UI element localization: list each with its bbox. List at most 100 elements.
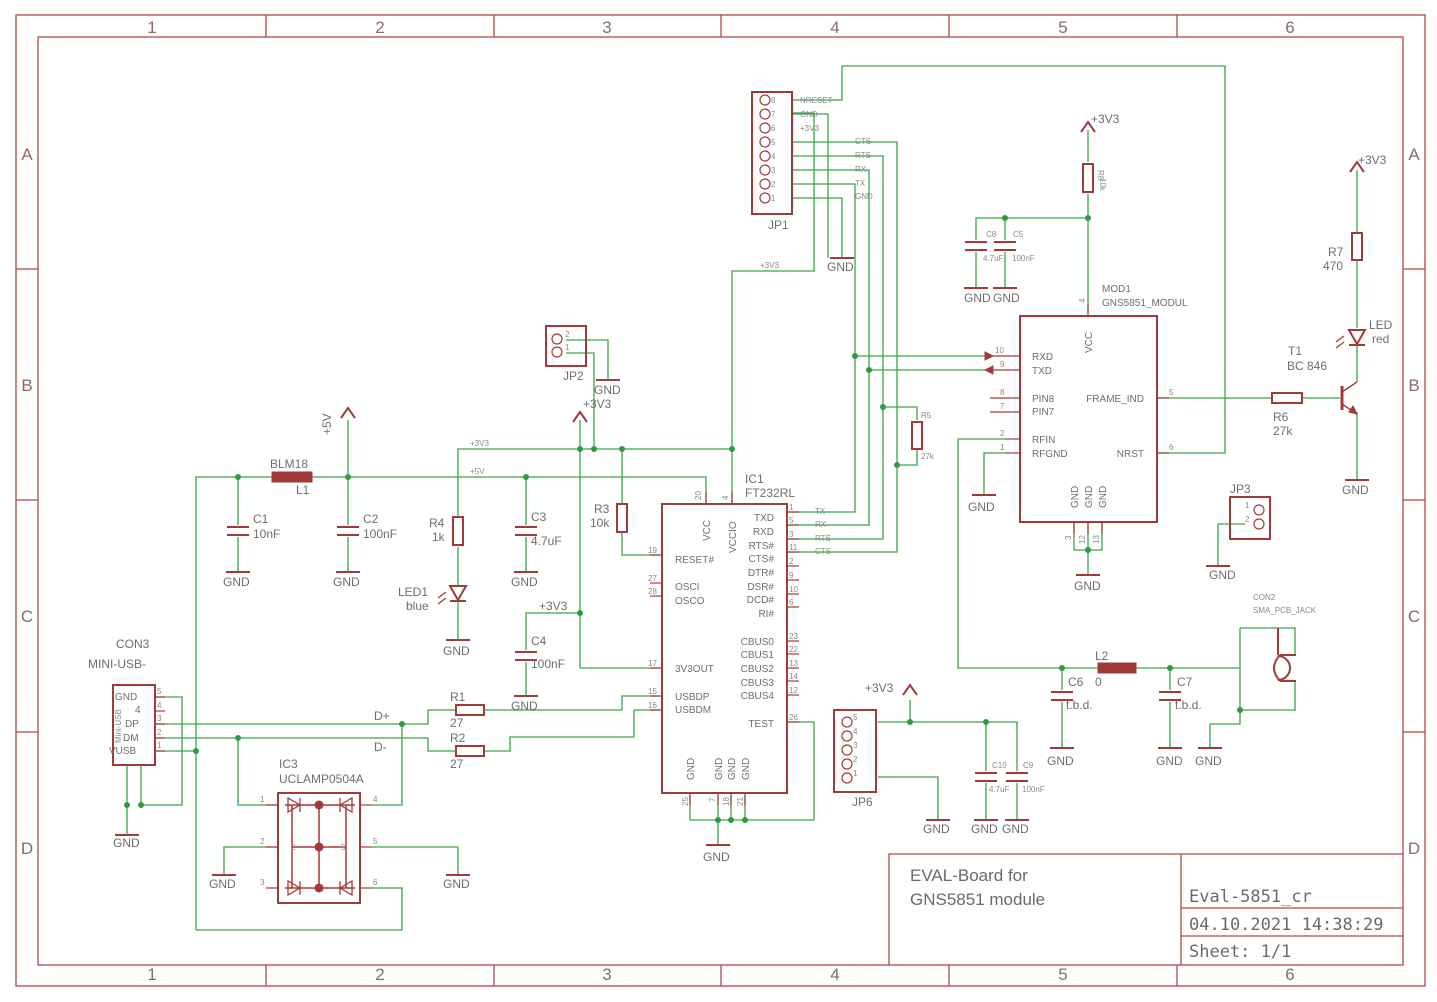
gnd-con2: GND bbox=[1195, 754, 1222, 768]
ic1-pin-txd: TXD bbox=[754, 513, 774, 524]
r2-ref: R2 bbox=[450, 731, 466, 745]
net-dplus: D+ bbox=[374, 709, 390, 723]
con3-ref: CON3 bbox=[116, 637, 150, 651]
led1-value: blue bbox=[406, 599, 429, 613]
ic3-pin3: 3 bbox=[260, 878, 265, 887]
title-description-2: GNS5851 module bbox=[910, 890, 1045, 909]
ic1-num-16: 16 bbox=[648, 701, 657, 710]
jp1-pin5: 5 bbox=[771, 138, 776, 147]
mod1-pin-pin7: PIN7 bbox=[1032, 407, 1055, 418]
ic1-num-10: 10 bbox=[789, 585, 798, 594]
jp1-pin6: 6 bbox=[771, 124, 776, 133]
l2-value: 0 bbox=[1095, 675, 1102, 689]
ic1-pin-gnd-b: GND bbox=[714, 758, 725, 780]
mod1-num-4: 4 bbox=[1078, 298, 1087, 303]
gnd-c8: GND bbox=[964, 291, 991, 305]
ic1-num-20: 20 bbox=[694, 491, 703, 500]
c10-value: 4.7uF bbox=[989, 785, 1010, 794]
title-sheet: Sheet: 1/1 bbox=[1189, 942, 1291, 962]
mod1-num-9: 9 bbox=[1000, 360, 1005, 369]
ic1-ft232rl: IC1 FT232RL VCC VCCIO 20 4 RESET# OSCI O… bbox=[648, 472, 831, 806]
label-plus3v3-c4: +3V3 bbox=[539, 599, 568, 613]
jp1-pin-circles bbox=[759, 94, 771, 204]
ic1-num-6: 6 bbox=[789, 598, 794, 607]
jp6-connector: 5 4 3 2 1 JP6 bbox=[833, 709, 877, 809]
zone-row-b-right: B bbox=[1408, 376, 1419, 395]
jp2-connector: 2 1 JP2 bbox=[545, 325, 587, 383]
ic3-pin5: 5 bbox=[373, 837, 378, 846]
c3-ref: C3 bbox=[531, 510, 547, 524]
r6-ref: R6 bbox=[1273, 410, 1289, 424]
gnd-c6: GND bbox=[1047, 754, 1074, 768]
mod1-num-12: 12 bbox=[1078, 535, 1087, 544]
jp1-net-gnd2: GND bbox=[855, 192, 873, 201]
ic1-pin-cbus1: CBUS1 bbox=[741, 650, 775, 661]
ic1-ref: IC1 bbox=[745, 472, 764, 486]
mod1-pin-frame-ind: FRAME_IND bbox=[1086, 394, 1144, 405]
jp2-ref: JP2 bbox=[563, 369, 584, 383]
gnd-c4: GND bbox=[511, 699, 538, 713]
ic1-net-cts: CTS bbox=[815, 547, 831, 556]
zone-row-a-left: A bbox=[21, 145, 33, 164]
c5-ref: C5 bbox=[1013, 230, 1024, 239]
l1-ref: L1 bbox=[296, 483, 310, 497]
net-3v3-rail: +3V3 bbox=[470, 439, 489, 448]
gnd-ic3-right: GND bbox=[443, 877, 470, 891]
gnd-c7: GND bbox=[1156, 754, 1183, 768]
gnd-t1: GND bbox=[1342, 483, 1369, 497]
mod1-gns5851: MOD1 GNS5851_MODUL VCC 4 RXD TXD PIN8 PI… bbox=[983, 284, 1188, 544]
c8-ref: C8 bbox=[986, 230, 997, 239]
gnd-c1: GND bbox=[223, 575, 250, 589]
ic1-num-18: 18 bbox=[722, 797, 731, 806]
jp6-pin2: 2 bbox=[853, 755, 858, 764]
jp1-pin4: 4 bbox=[771, 152, 776, 161]
r7-ref: R7 bbox=[1328, 245, 1344, 259]
led-red-ref: LED bbox=[1369, 318, 1393, 332]
jp1-net-nreset: NRESET bbox=[800, 96, 833, 105]
zone-col-6-top: 6 bbox=[1285, 18, 1294, 37]
mod1-pin-rfgnd: RFGND bbox=[1032, 449, 1068, 460]
jp2-pin2: 2 bbox=[565, 330, 570, 339]
ic1-num-21: 21 bbox=[736, 797, 745, 806]
ic1-num-27: 27 bbox=[648, 574, 657, 583]
jp2-pin1: 1 bbox=[565, 343, 570, 352]
ic1-pin-usbdm: USBDM bbox=[675, 705, 711, 716]
gnd-c9: GND bbox=[1002, 822, 1029, 836]
led1-ref: LED1 bbox=[398, 585, 428, 599]
ic1-num-1: 1 bbox=[789, 503, 794, 512]
ic1-num-7: 7 bbox=[708, 797, 717, 802]
ic1-num-23: 23 bbox=[789, 632, 798, 641]
ic1-pin-cbus3: CBUS3 bbox=[741, 678, 775, 689]
zone-col-4-bottom: 4 bbox=[830, 965, 839, 984]
jp1-pin7: 7 bbox=[771, 110, 776, 119]
con3-pin-4: 4 bbox=[135, 705, 141, 716]
con3-body-label: Mini-USB bbox=[114, 709, 123, 743]
con3-mini-usb: GND 4 DP DM VUSB 5 4 3 2 1 Mini-USB CON3… bbox=[88, 637, 165, 766]
c9-value: 100nF bbox=[1022, 785, 1045, 794]
mod1-num-1: 1 bbox=[1000, 443, 1005, 452]
l2-inductor: L2 0 bbox=[1095, 649, 1137, 689]
r8-ref: R8 bbox=[1096, 170, 1105, 181]
zone-col-3-bottom: 3 bbox=[602, 965, 611, 984]
c4-value: 100nF bbox=[531, 657, 565, 671]
zone-col-3-top: 3 bbox=[602, 18, 611, 37]
ic1-net-rx: RX bbox=[815, 520, 827, 529]
jp1-net-gnd: GND bbox=[800, 110, 818, 119]
gnd-jp6: GND bbox=[923, 822, 950, 836]
jp6-pin4: 4 bbox=[853, 727, 858, 736]
zone-row-c-right: C bbox=[1408, 607, 1420, 626]
mod1-pin-gnd-a: GND bbox=[1070, 486, 1081, 508]
ic3-pin1: 1 bbox=[260, 795, 265, 804]
zone-col-5-top: 5 bbox=[1058, 18, 1067, 37]
con3-num-5: 5 bbox=[157, 687, 162, 696]
mod1-pin-vcc: VCC bbox=[1084, 332, 1095, 353]
ic1-pin-test: TEST bbox=[748, 719, 774, 730]
mod1-pin-pin8: PIN8 bbox=[1032, 394, 1055, 405]
ic1-pin-3v3out: 3V3OUT bbox=[675, 664, 714, 675]
net-5v-rail: +5V bbox=[470, 467, 485, 476]
ic3-inner-pin2: 2 bbox=[291, 843, 296, 852]
mod1-ref: MOD1 bbox=[1102, 284, 1131, 295]
c5-value: 100nF bbox=[1012, 254, 1035, 263]
zone-col-5-bottom: 5 bbox=[1058, 965, 1067, 984]
